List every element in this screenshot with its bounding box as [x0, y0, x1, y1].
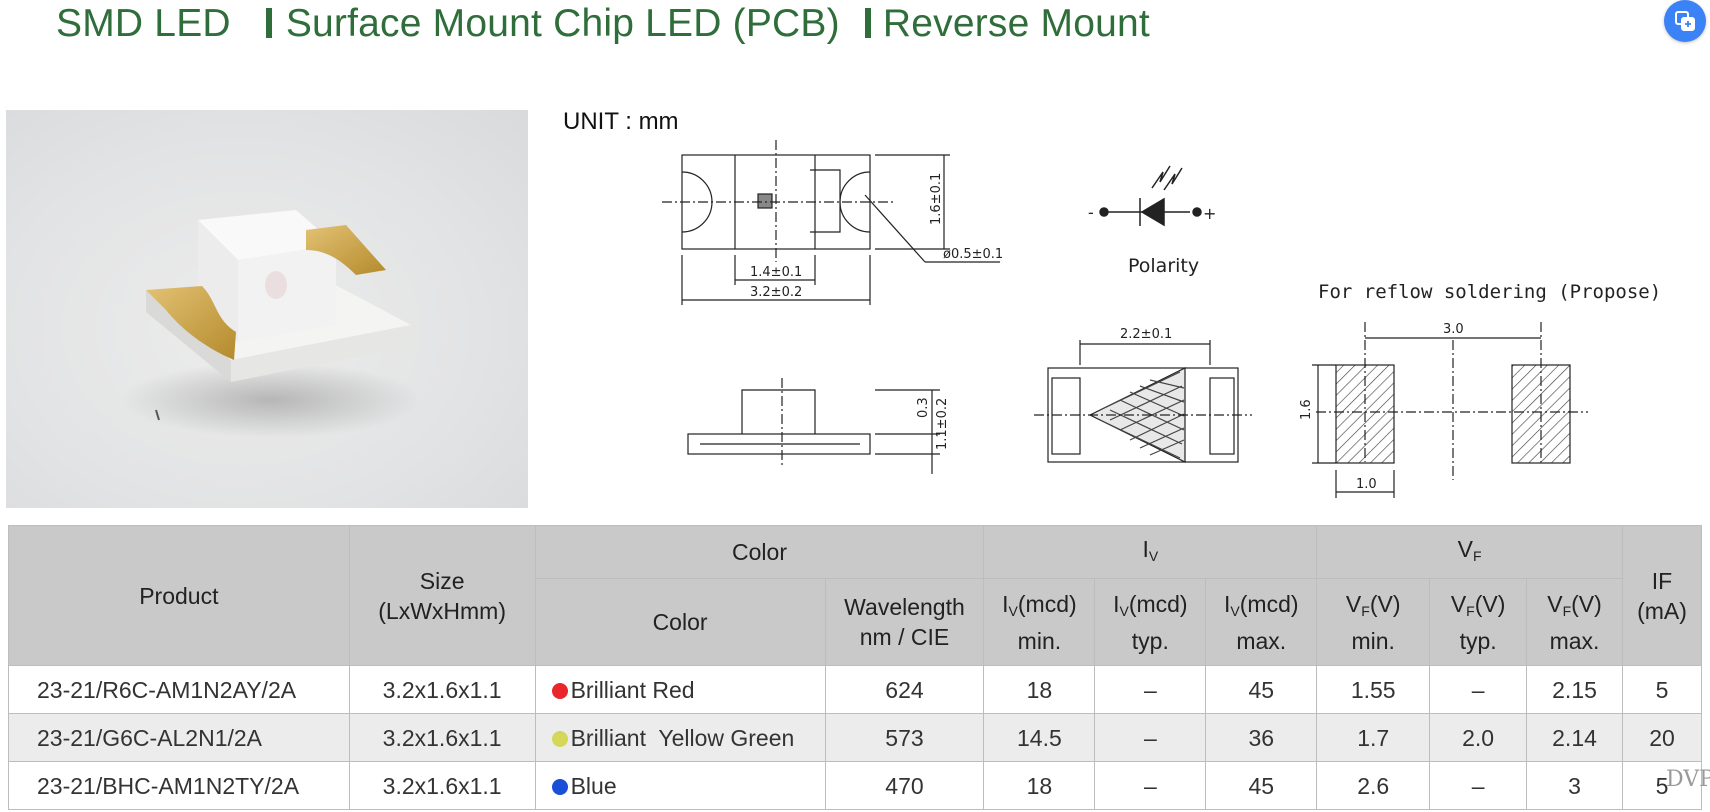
color-dot-icon: [551, 778, 568, 795]
cell-iv-typ: –: [1094, 713, 1207, 762]
cell-iv-typ: –: [1094, 761, 1207, 810]
polarity-symbol: [1099, 165, 1202, 227]
header-product: Product: [8, 525, 350, 666]
cell-if: 5: [1621, 761, 1703, 810]
translate-button[interactable]: [1664, 0, 1706, 42]
table-row: 23-21/R6C-AM1N2AY/2A 3.2x1.6x1.1 Brillia…: [8, 665, 1703, 714]
dim-side-top-label: 0.3: [916, 397, 931, 418]
cell-iv-min: 14.5: [983, 713, 1096, 762]
cell-wavelength: 624: [824, 665, 985, 714]
title-part-reverse-mount: Reverse Mount: [882, 2, 1150, 45]
cell-if: 5: [1621, 665, 1703, 714]
cell-vf-min: 1.55: [1316, 665, 1431, 714]
dim-side-height-label: 1.1±0.2: [935, 398, 950, 450]
header-color-group: Color: [534, 525, 985, 579]
cell-size: 3.2x1.6x1.1: [348, 713, 536, 762]
header-if: IF(mA): [1621, 525, 1703, 666]
led-chip-illustration: [121, 210, 421, 438]
pad-spacing-label: 3.0: [1443, 322, 1464, 337]
header-size: Size(LxWxHmm): [348, 525, 536, 666]
dim-hole-label: ø0.5±0.1: [943, 247, 1003, 262]
watermark: DVP: [1666, 767, 1710, 792]
pad-width-label: 1.0: [1356, 477, 1377, 492]
cell-vf-typ: –: [1429, 761, 1528, 810]
cell-iv-max: 45: [1205, 761, 1318, 810]
cell-color: Brilliant Red: [534, 665, 826, 714]
polarity-label: Polarity: [1128, 255, 1199, 277]
color-dot-icon: [551, 730, 568, 747]
cell-vf-max: 3: [1526, 761, 1623, 810]
cell-iv-typ: –: [1094, 665, 1207, 714]
header-color: Color: [534, 578, 826, 666]
dimension-drawings: 1.6±0.1 ø0.5±0.1 1.4±0.1 3.2±0.2 - + Pol…: [662, 140, 1660, 498]
cell-vf-typ: –: [1429, 665, 1528, 714]
header-iv-typ: IV(mcd)typ.: [1094, 578, 1207, 666]
dim-length-label: 3.2±0.2: [750, 285, 802, 300]
cell-iv-max: 45: [1205, 665, 1318, 714]
cell-iv-min: 18: [983, 665, 1096, 714]
cell-color: Brilliant Yellow Green: [534, 713, 826, 762]
cell-color: Blue: [534, 761, 826, 810]
table-row: 23-21/BHC-AM1N2TY/2A 3.2x1.6x1.1 Blue 47…: [8, 761, 1703, 810]
title-separator: [864, 8, 871, 38]
title-part-chip-led: Surface Mount Chip LED (PCB): [285, 2, 840, 45]
header-iv-min: IV(mcd)min.: [983, 578, 1096, 666]
cell-if: 20: [1621, 713, 1703, 762]
bottom-view-drawing: [1034, 340, 1252, 463]
top-view-drawing: [662, 140, 1000, 305]
cell-iv-max: 36: [1205, 713, 1318, 762]
header-vf-max: VF(V)max.: [1526, 578, 1623, 666]
spec-table: Product Size(LxWxHmm) Color IV VF IF(mA)…: [8, 525, 1703, 810]
page-title: SMD LED Surface Mount Chip LED (PCB) Rev…: [56, 2, 1150, 46]
cell-product: 23-21/R6C-AM1N2AY/2A: [8, 665, 350, 714]
dim-bottom-label: 2.2±0.1: [1120, 327, 1172, 342]
reflow-title: For reflow soldering (Propose): [1318, 281, 1660, 303]
table-row: 23-21/G6C-AL2N1/2A 3.2x1.6x1.1 Brilliant…: [8, 713, 1703, 762]
title-part-smd-led: SMD LED: [56, 2, 231, 45]
polarity-minus-sign: -: [1088, 203, 1094, 222]
header-vf-min: VF(V)min.: [1316, 578, 1431, 666]
cell-vf-typ: 2.0: [1429, 713, 1528, 762]
color-dot-icon: [551, 682, 568, 699]
unit-label: UNIT : mm: [563, 108, 679, 135]
cell-size: 3.2x1.6x1.1: [348, 665, 536, 714]
dim-inner-label: 1.4±0.1: [750, 265, 802, 280]
dim-height-label: 1.6±0.1: [929, 173, 944, 225]
product-photo: [6, 110, 528, 508]
polarity-plus-sign: +: [1203, 204, 1216, 223]
translate-icon: [1675, 11, 1695, 31]
cell-vf-min: 2.6: [1316, 761, 1431, 810]
title-separator: [265, 8, 272, 38]
cell-iv-min: 18: [983, 761, 1096, 810]
cell-wavelength: 470: [824, 761, 985, 810]
pad-height-label: 1.6: [1299, 399, 1314, 420]
header-vf-group: VF: [1316, 525, 1623, 579]
cell-size: 3.2x1.6x1.1: [348, 761, 536, 810]
header-iv-group: IV: [983, 525, 1318, 579]
side-view-drawing: [687, 378, 940, 474]
header-iv-max: IV(mcd)max.: [1205, 578, 1318, 666]
cell-product: 23-21/G6C-AL2N1/2A: [8, 713, 350, 762]
cell-vf-max: 2.15: [1526, 665, 1623, 714]
cell-vf-max: 2.14: [1526, 713, 1623, 762]
cell-wavelength: 573: [824, 713, 985, 762]
cell-vf-min: 1.7: [1316, 713, 1431, 762]
header-vf-typ: VF(V)typ.: [1429, 578, 1528, 666]
reflow-pad-drawing: [1312, 322, 1588, 498]
cell-product: 23-21/BHC-AM1N2TY/2A: [8, 761, 350, 810]
